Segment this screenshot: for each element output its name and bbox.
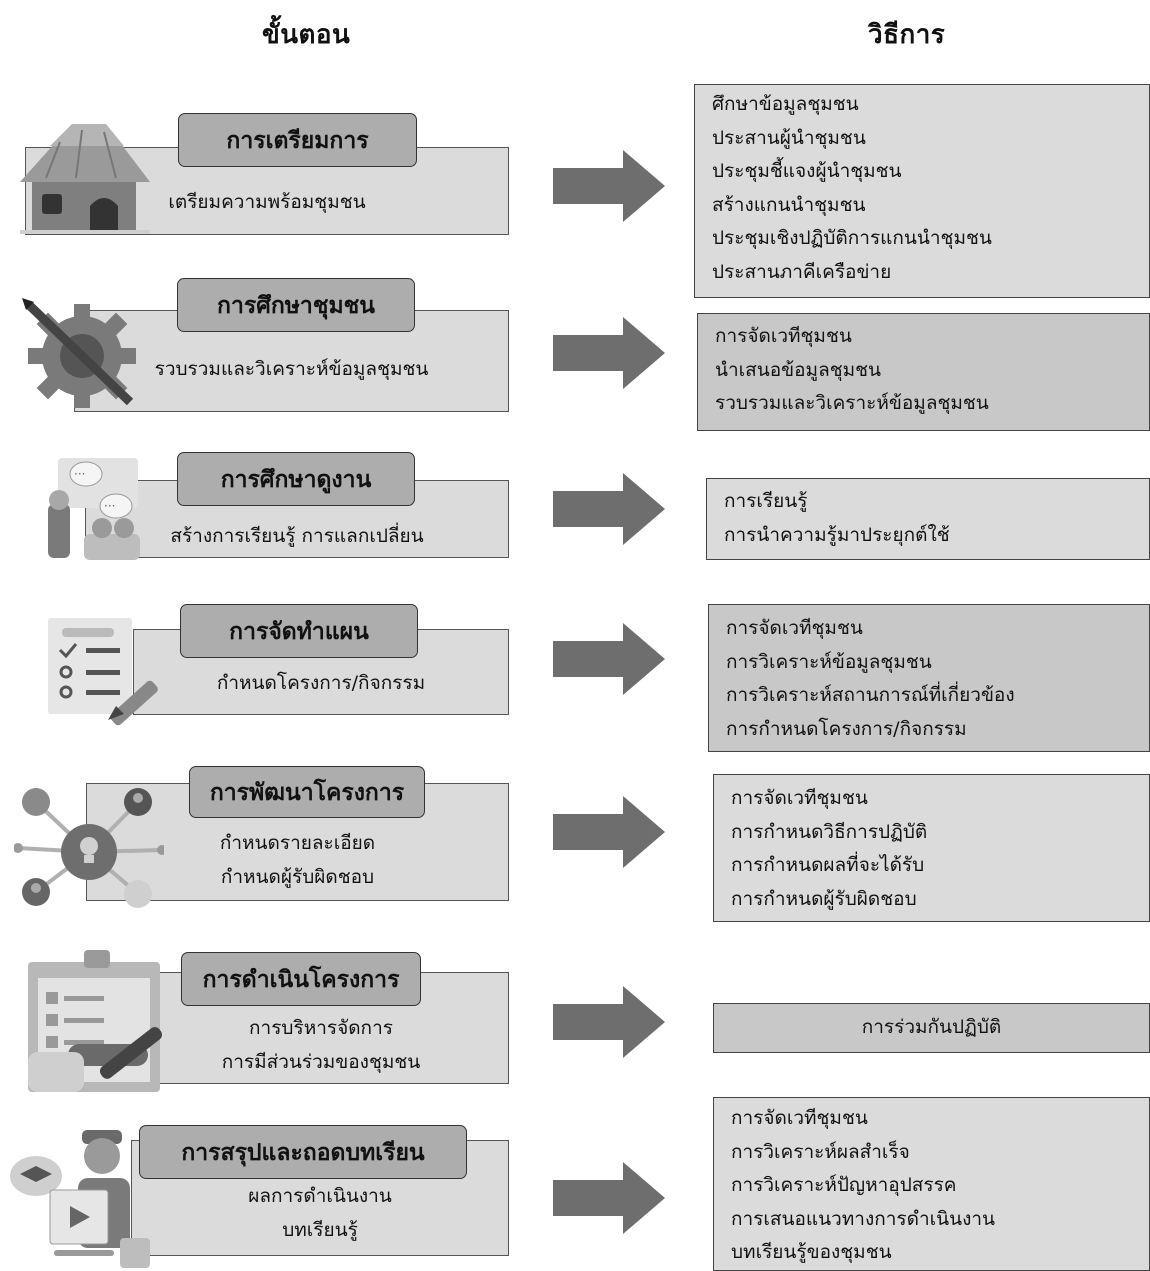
method-box: การจัดเวทีชุมชน การกำหนดวิธีการปฏิบัติ ก… [713,774,1150,922]
step-description-line: การมีส่วนร่วมของชุมชน [221,1051,421,1073]
method-item: ประชุมชี้แจงผู้นำชุมชน [712,160,902,182]
checklist-pen-icon [48,618,158,726]
step-title-tag: การจัดทำแผน [180,604,418,658]
method-box: การจัดเวทีชุมชน การวิเคราะห์ผลสำเร็จ การ… [713,1097,1150,1271]
step-title-tag: การพัฒนาโครงการ [189,766,425,818]
step-description-line: บทเรียนรู้ [282,1219,358,1241]
right-arrow-icon [553,1162,665,1234]
method-item: การนำความรู้มาประยุกต์ใช้ [724,523,950,546]
clipboard-hand-icon [28,950,163,1092]
step-title: การเตรียมการ [226,128,369,154]
method-item: นำเสนอข้อมูลชุมชน [715,358,882,381]
step-description-line: รวบรวมและวิเคราะห์ข้อมูลชุมชน [154,358,429,380]
step-description-line: ผลการดำเนินงาน [248,1185,392,1207]
step-title: การศึกษาดูงาน [220,467,372,493]
method-item: ประสานผู้นำชุมชน [712,126,866,149]
method-item: การเรียนรู้ [724,490,808,512]
right-arrow-icon [553,473,665,545]
network-idea-icon [14,788,164,908]
method-box: การร่วมกันปฏิบัติ [713,1003,1150,1053]
method-item: การกำหนดผลที่จะได้รับ [731,854,925,876]
svg-text:···: ··· [74,467,85,481]
method-item: การวิเคราะห์ข้อมูลชุมชน [726,650,932,673]
column-header-steps: ขั้นตอน [262,20,351,50]
method-box: การเรียนรู้ การนำความรู้มาประยุกต์ใช้ [706,478,1150,560]
method-box: การจัดเวทีชุมชน นำเสนอข้อมูลชุมชน รวบรวม… [697,313,1150,431]
people-chat-icon: ··· ··· [48,458,140,560]
method-item: การร่วมกันปฏิบัติ [861,1016,1002,1038]
step-title-tag: การเตรียมการ [178,113,417,167]
method-item: การวิเคราะห์สถานการณ์ที่เกี่ยวข้อง [726,684,1015,706]
step-description-line: สร้างการเรียนรู้ การแลกเปลี่ยน [170,525,424,547]
method-item: ประสานภาคีเครือข่าย [712,260,892,283]
step-description-line: กำหนดรายละเอียด [219,832,376,854]
step-description-line: กำหนดผู้รับผิดชอบ [220,866,375,888]
method-item: การจัดเวทีชุมชน [726,617,863,639]
right-arrow-icon [553,150,665,222]
method-item: บทเรียนรู้ของชุมชน [731,1241,892,1263]
village-hut-icon [20,124,150,234]
method-item: การวิเคราะห์ผลสำเร็จ [731,1140,910,1163]
step-title-tag: การสรุปและถอดบทเรียน [139,1125,467,1179]
right-arrow-icon [553,986,665,1058]
method-item: ประชุมเชิงปฏิบัติการแกนนำชุมชน [712,227,992,249]
method-item: รวบรวมและวิเคราะห์ข้อมูลชุมชน [715,392,989,414]
step-title: การสรุปและถอดบทเรียน [181,1140,425,1166]
method-item: สร้างแกนนำชุมชน [712,193,866,216]
method-item: การกำหนดวิธีการปฏิบัติ [731,820,928,843]
step-description-line: การบริหารจัดการ [249,1017,393,1039]
step-title-tag: การศึกษาดูงาน [177,452,415,506]
method-box: ศึกษาข้อมูลชุมชน ประสานผู้นำชุมชน ประชุม… [694,84,1150,298]
gear-pencil-icon [22,298,136,408]
right-arrow-icon [553,796,665,868]
right-arrow-icon [553,623,665,695]
method-box: การจัดเวทีชุมชน การวิเคราะห์ข้อมูลชุมชน … [708,604,1150,752]
svg-text:···: ··· [104,499,115,513]
step-title: การจัดทำแผน [229,619,369,645]
step-title-tag: การดำเนินโครงการ [181,952,421,1006]
method-item: การเสนอแนวทางการดำเนินงาน [731,1207,996,1230]
method-item: การกำหนดผู้รับผิดชอบ [731,887,917,910]
step-description-line: เตรียมความพร้อมชุมชน [168,191,366,213]
method-item: การกำหนดโครงการ/กิจกรรม [726,717,967,740]
step-title: การดำเนินโครงการ [202,967,400,993]
method-item: การจัดเวทีชุมชน [715,325,852,347]
elearning-person-icon [10,1130,150,1268]
step-title-tag: การศึกษาชุมชน [177,278,415,332]
method-item: ศึกษาข้อมูลชุมชน [712,93,859,115]
right-arrow-icon [553,317,665,389]
method-item: การวิเคราะห์ปัญหาอุปสรรค [731,1174,957,1196]
step-title: การศึกษาชุมชน [217,293,375,319]
method-item: การจัดเวทีชุมชน [731,1107,868,1129]
method-item: การจัดเวทีชุมชน [731,787,868,809]
step-title: การพัฒนาโครงการ [209,780,405,806]
column-header-methods: วิธีการ [868,20,946,50]
step-description-line: กำหนดโครงการ/กิจกรรม [216,672,426,694]
